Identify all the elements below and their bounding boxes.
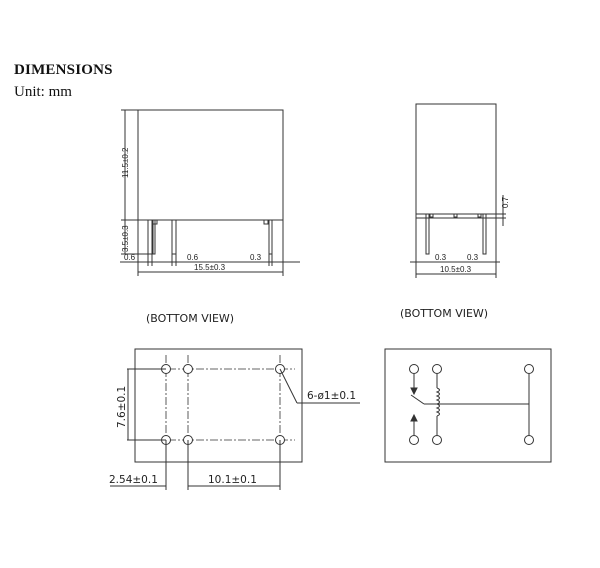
pcb-layout-view: 7.6±0.1 6-ø1±0.1 2.54±0.1 10.1±0.1 xyxy=(109,348,360,490)
pin-width-right-dimension: 0.3 xyxy=(250,253,262,262)
pin-width-mid-dimension: 0.6 xyxy=(187,253,199,262)
large-pitch-dimension: 10.1±0.1 xyxy=(208,474,257,486)
hole-size-dimension: 6-ø1±0.1 xyxy=(307,390,356,402)
row-pitch-dimension: 7.6±0.1 xyxy=(116,386,128,428)
front-view: 11.5±0.2 3.5±0.3 0.6 0.6 0.3 15.5±0.3 xyxy=(120,109,300,276)
overall-width-dimension: 15.5±0.3 xyxy=(194,263,226,272)
wiring-diagram xyxy=(384,348,552,463)
pin-width-left-dimension: 0.6 xyxy=(124,253,136,262)
pin-length-dimension: 3.5±0.3 xyxy=(121,225,130,252)
section-title: DIMENSIONS xyxy=(14,62,113,78)
standoff-dimension: 0.7 xyxy=(501,196,510,208)
pcb-layout-caption: (BOTTOM VIEW) xyxy=(146,312,234,325)
height-dimension: 11.5±0.2 xyxy=(121,147,130,178)
side-pin-right-dimension: 0.3 xyxy=(467,253,479,262)
small-pitch-dimension: 2.54±0.1 xyxy=(109,474,158,486)
side-width-dimension: 10.5±0.3 xyxy=(440,265,472,274)
side-view: 0.7 0.3 0.3 10.5±0.3 xyxy=(410,103,510,278)
wiring-caption: (BOTTOM VIEW) xyxy=(400,307,488,320)
side-pin-left-dimension: 0.3 xyxy=(435,253,447,262)
unit-label: Unit: mm xyxy=(14,84,72,100)
